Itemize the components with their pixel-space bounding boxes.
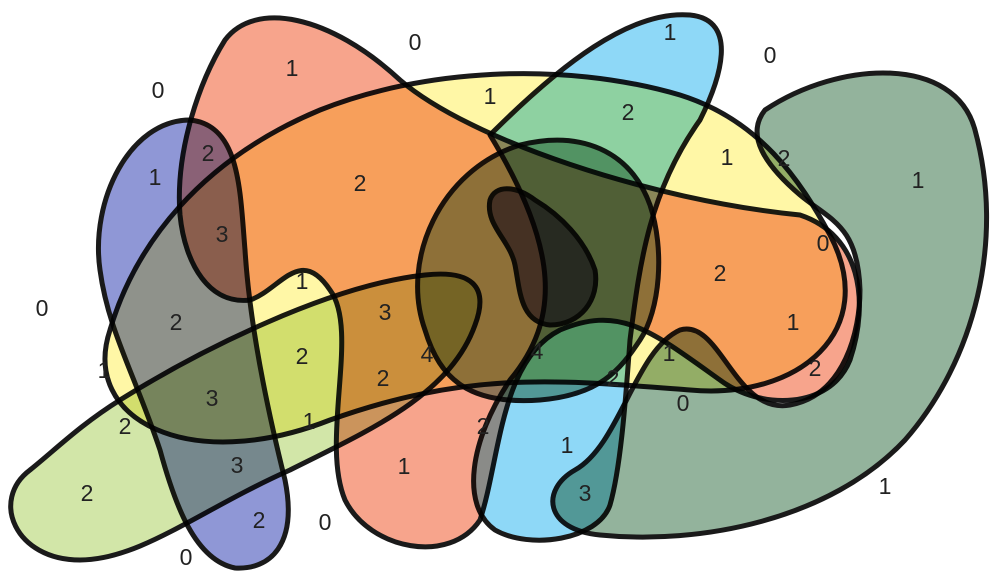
region-count-label: 4: [421, 341, 434, 367]
region-count-label: 1: [663, 340, 676, 366]
region-count-label: 2: [170, 309, 183, 335]
purple-blob: [486, 186, 599, 328]
region-count-label: 0: [764, 42, 777, 68]
region-count-label: 0: [180, 544, 193, 570]
region-count-label: 3: [206, 385, 219, 411]
region-count-label: 2: [714, 260, 727, 286]
region-count-label: 0: [319, 509, 332, 535]
region-count-label: 0: [36, 295, 49, 321]
region-count-label: 0: [677, 390, 690, 416]
region-count-label: 3: [579, 480, 592, 506]
region-count-label: 1: [787, 309, 800, 335]
region-count-label: 2: [296, 343, 309, 369]
region-count-label: 4: [531, 338, 544, 364]
region-count-label: 2: [607, 365, 620, 391]
region-count-label: 2: [778, 145, 791, 171]
region-count-label: 1: [484, 83, 497, 109]
region-count-label: 1: [98, 357, 111, 383]
region-count-label: 1: [303, 408, 316, 434]
region-count-label: 0: [817, 230, 830, 256]
region-count-label: 1: [296, 268, 309, 294]
region-count-label: 1: [286, 55, 299, 81]
region-count-label: 2: [622, 99, 635, 125]
region-count-label: 2: [81, 480, 94, 506]
region-count-label: 2: [253, 507, 266, 533]
region-count-label: 0: [409, 29, 422, 55]
region-count-label: 3: [231, 452, 244, 478]
region-count-label: 1: [879, 473, 892, 499]
region-count-label: 0: [152, 77, 165, 103]
region-count-label: 2: [809, 355, 822, 381]
region-count-label: 2: [477, 413, 490, 439]
region-count-label: 2: [377, 365, 390, 391]
region-count-label: 1: [912, 167, 925, 193]
region-count-label: 3: [216, 221, 229, 247]
region-count-label: 2: [119, 413, 132, 439]
region-count-label: 1: [561, 432, 574, 458]
region-count-label: 2: [202, 140, 215, 166]
region-count-label: 3: [379, 299, 392, 325]
region-count-label: 2: [354, 170, 367, 196]
region-count-label: 1: [664, 19, 677, 45]
region-count-label: 1: [721, 144, 734, 170]
region-count-label: 1: [398, 453, 411, 479]
darkgreen-blob: [550, 70, 990, 540]
region-count-label: 1: [149, 164, 162, 190]
